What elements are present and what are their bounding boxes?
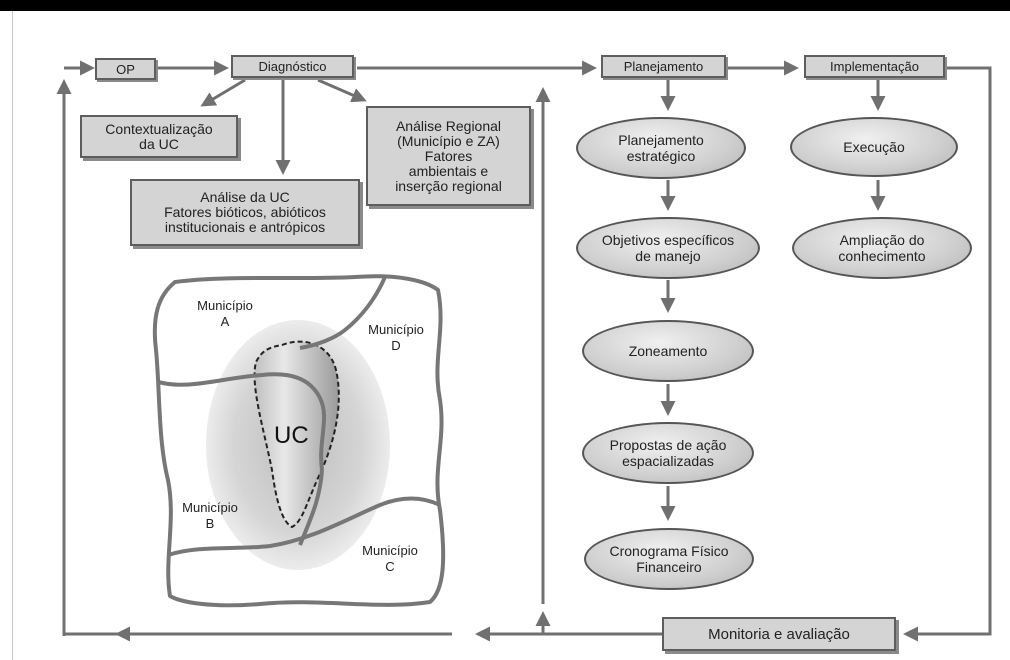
op-box: OP	[95, 58, 156, 80]
diagram-frame	[12, 11, 1010, 660]
arrow-diag-contextualizacao	[200, 78, 246, 107]
diagnostico-box: Diagnóstico	[231, 55, 354, 78]
label-municipio-b: Município B	[182, 500, 238, 531]
oval-cronograma: Cronograma Físico Financeiro	[584, 528, 754, 590]
oval-planejamento-estrategico: Planejamento estratégico	[576, 117, 746, 179]
monitoria-avaliacao-box: Monitoria e avaliação	[662, 617, 896, 651]
top-black-bar	[0, 0, 1010, 11]
uc-boundary	[253, 340, 340, 529]
label-uc: UC	[274, 422, 309, 449]
arrow-diag-analise-regional	[317, 78, 367, 103]
oval-zoneamento: Zoneamento	[582, 320, 754, 382]
arrow-implementacao-monitoria	[903, 66, 992, 642]
analise-uc-box: Análise da UC Fatores bióticos, abiótico…	[130, 179, 360, 246]
oval-propostas-acao: Propostas de ação espacializadas	[582, 422, 754, 484]
label-municipio-d: Município D	[368, 322, 424, 353]
border-ad-north	[299, 276, 387, 350]
border-ab-west	[157, 372, 327, 471]
contextualizacao-box: Contextualização da UC	[80, 115, 238, 158]
border-cd-east	[298, 469, 324, 546]
municipality-map	[152, 274, 446, 608]
analise-regional-box: Análise Regional (Município e ZA) Fatore…	[366, 106, 531, 206]
outer-border	[152, 274, 446, 608]
implementacao-box: Implementação	[804, 55, 945, 78]
oval-objetivos-especificos: Objetivos específicos de manejo	[576, 217, 760, 279]
oval-ampliacao: Ampliação do conhecimento	[792, 217, 972, 279]
label-municipio-a: Município A	[197, 298, 253, 329]
planejamento-box: Planejamento	[601, 55, 726, 78]
border-bc-south	[167, 496, 441, 557]
oval-execucao: Execução	[790, 117, 958, 177]
label-municipio-c: Município C	[362, 543, 418, 574]
